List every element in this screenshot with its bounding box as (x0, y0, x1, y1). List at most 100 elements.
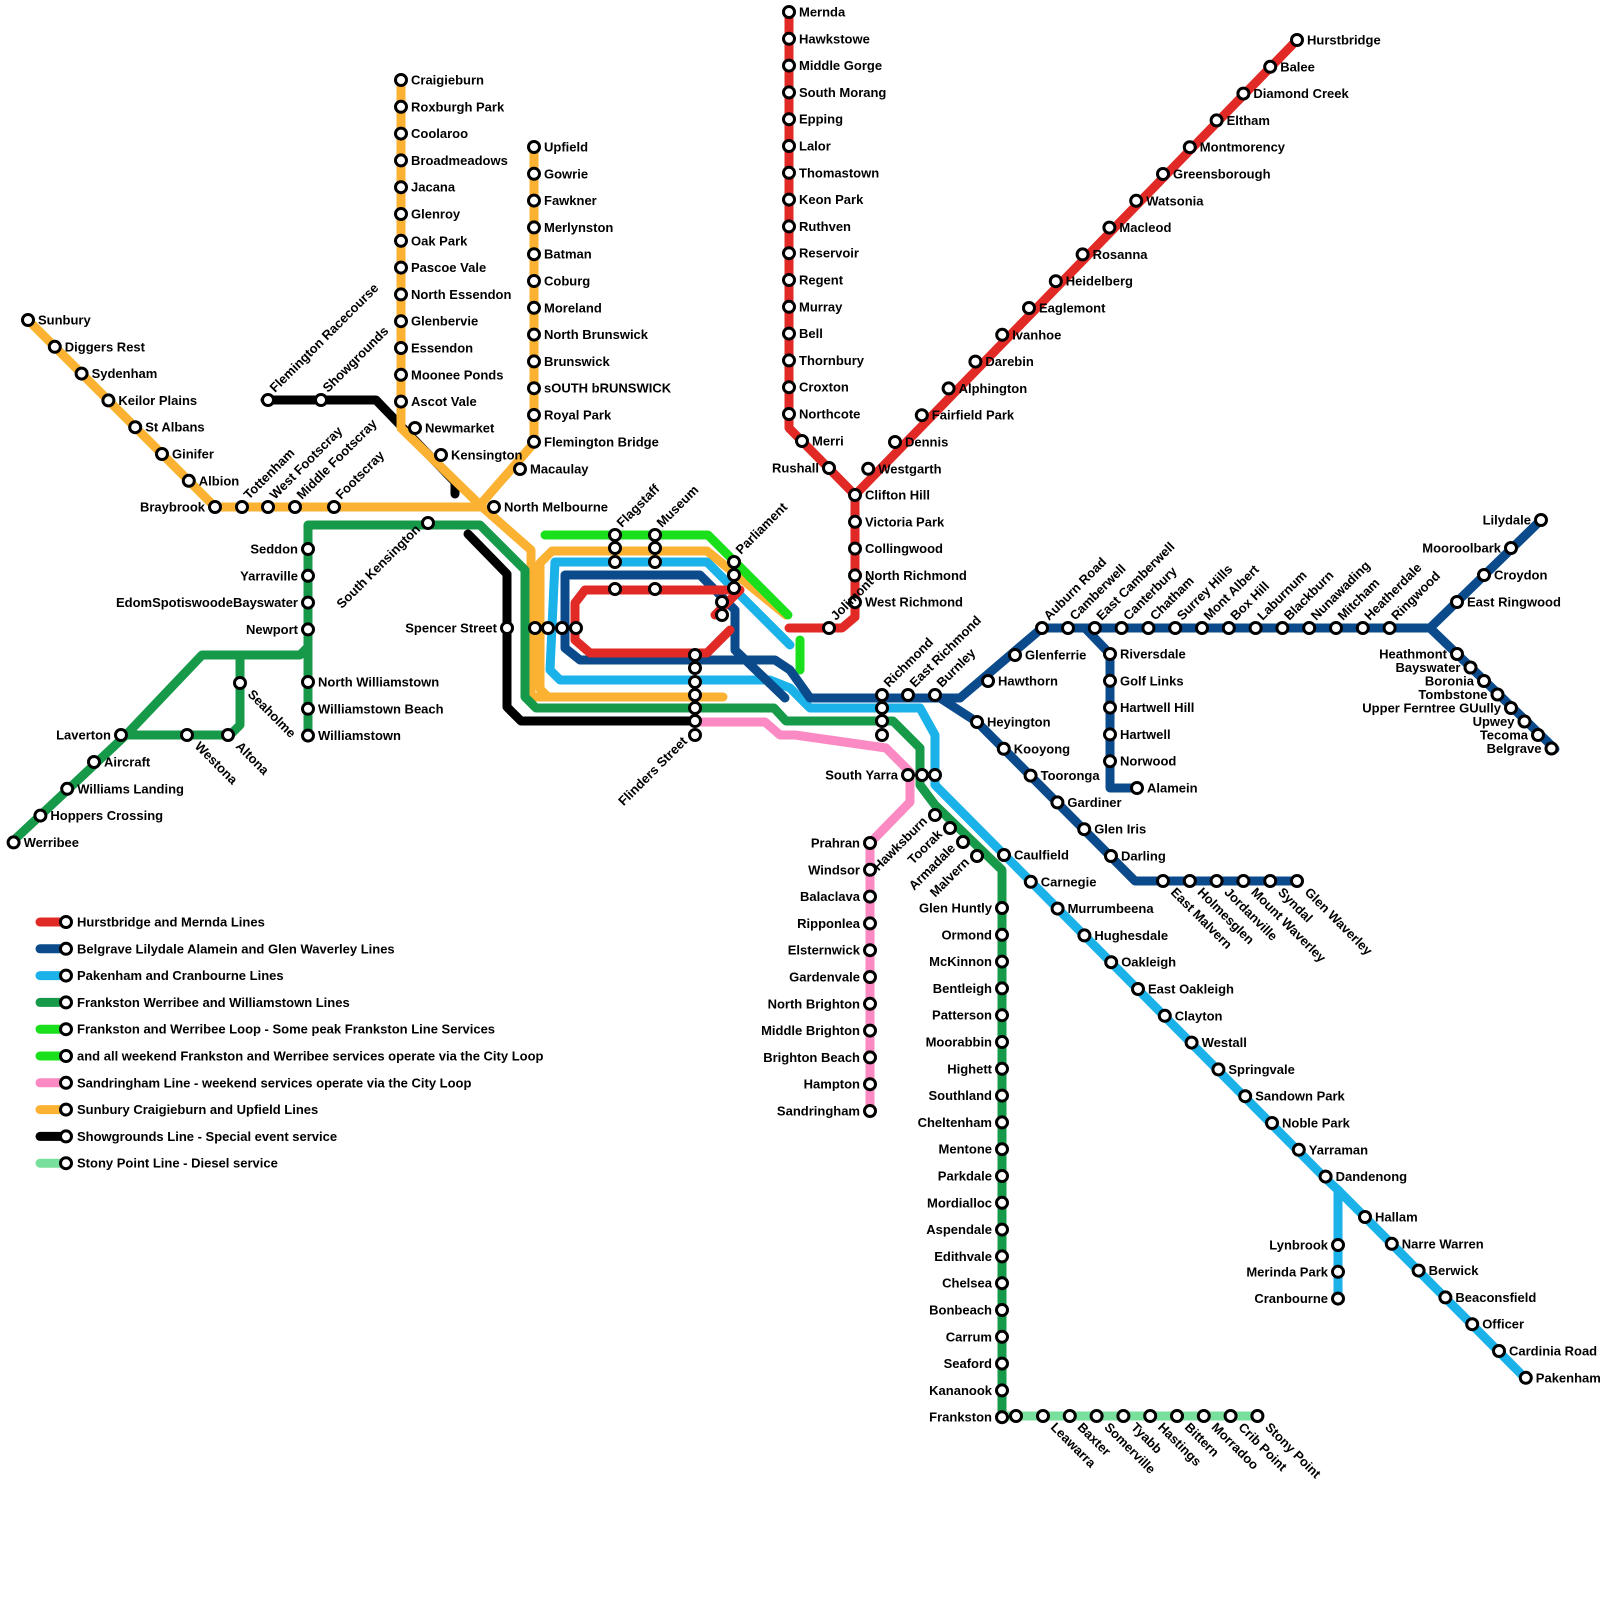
station-label-murrumbeena: Murrumbeena (1068, 901, 1155, 916)
station-label-jacana: Jacana (411, 180, 456, 195)
station-flagstaff (610, 530, 621, 541)
station-interchange (690, 703, 701, 714)
station-yarraman (1293, 1144, 1304, 1155)
legend-label-10: Stony Point Line - Diesel service (77, 1156, 278, 1171)
station-interchange (729, 583, 740, 594)
station-oakleigh (1106, 957, 1117, 968)
station-mernda (784, 7, 795, 18)
station-label-cardinia-road: Cardinia Road (1509, 1344, 1597, 1359)
station-alamein (1132, 783, 1143, 794)
station-label-hallam: Hallam (1375, 1210, 1418, 1225)
station-museum (650, 530, 661, 541)
station-label-parkdale: Parkdale (938, 1169, 992, 1184)
station-label-lynbrook: Lynbrook (1269, 1238, 1329, 1253)
station-interchange (530, 623, 541, 634)
station-label-keilor-plains: Keilor Plains (118, 393, 197, 408)
station-label-glen-huntly: Glen Huntly (919, 901, 993, 916)
station-label-pascoe-vale: Pascoe Vale (411, 260, 486, 275)
station-williamstown-beach (303, 703, 314, 714)
station-label-kooyong: Kooyong (1014, 741, 1070, 756)
station-armadale (958, 837, 969, 848)
station-parkdale (997, 1171, 1008, 1182)
station-label-williamstown: Williamstown (318, 728, 401, 743)
station-label-sandown-park: Sandown Park (1255, 1089, 1345, 1104)
station-label-gardiner: Gardiner (1067, 795, 1121, 810)
station-label-keon-park: Keon Park (799, 192, 864, 207)
station-label-cheltenham: Cheltenham (918, 1115, 992, 1130)
station-victoria-park (850, 516, 861, 527)
station-golf-links (1105, 675, 1116, 686)
station-label-windsor: Windsor (808, 862, 860, 877)
station-broadmeadows (396, 155, 407, 166)
station-gardiner (1052, 797, 1063, 808)
station-highett (997, 1063, 1008, 1074)
station-label-hartwell-hill: Hartwell Hill (1120, 700, 1194, 715)
legend-marker-7 (61, 1077, 72, 1088)
station-moonee-ponds (396, 369, 407, 380)
station-label-essendon: Essendon (411, 341, 473, 356)
station-label-riversdale: Riversdale (1120, 647, 1186, 662)
station-label-glenroy: Glenroy (411, 207, 461, 222)
station-croxton (784, 382, 795, 393)
station-label-seddon: Seddon (250, 542, 298, 557)
station-norwood (1105, 756, 1116, 767)
station-tombstone (1492, 689, 1503, 700)
station-interchange (690, 716, 701, 727)
station-moorabbin (997, 1037, 1008, 1048)
station-label-ormond: Ormond (941, 927, 992, 942)
station-label-hampton: Hampton (804, 1077, 860, 1092)
station-collingwood (850, 543, 861, 554)
station-label-springvale: Springvale (1228, 1062, 1294, 1077)
station-east-camberwell (1089, 623, 1100, 634)
station-label-darling: Darling (1121, 849, 1166, 864)
station-label-ascot-vale: Ascot Vale (411, 394, 477, 409)
station-auburn-road (1037, 623, 1048, 634)
station-label-north-essendon: North Essendon (411, 287, 511, 302)
station-label-werribee: Werribee (24, 835, 79, 850)
station-label-fawkner: Fawkner (544, 193, 597, 208)
station-interchange (717, 597, 728, 608)
station-label-eaglemont: Eaglemont (1039, 301, 1106, 316)
station-hastings (1145, 1411, 1156, 1422)
legend-marker-1 (61, 917, 72, 928)
station-coburg (529, 276, 540, 287)
station-ripponlea (865, 918, 876, 929)
station-label-middle-gorge: Middle Gorge (799, 58, 882, 73)
station-label-edithvale: Edithvale (934, 1249, 992, 1264)
station-hallam (1360, 1212, 1371, 1223)
station-prahran (865, 838, 876, 849)
station-label-north-brighton: North Brighton (768, 996, 860, 1011)
station-tecoma (1533, 730, 1544, 741)
station-label-macaulay: Macaulay (530, 462, 589, 477)
station-label-seaholme: Seaholme (245, 687, 299, 741)
station-nunawading (1304, 623, 1315, 634)
station-label-sandringham: Sandringham (777, 1104, 860, 1119)
station-pakenham (1520, 1372, 1531, 1383)
station-label-west-richmond: West Richmond (865, 595, 963, 610)
station-mentone (997, 1144, 1008, 1155)
station-merlynston (529, 222, 540, 233)
station-clayton (1159, 1010, 1170, 1021)
station-bonbeach (997, 1305, 1008, 1316)
station-thornbury (784, 355, 795, 366)
station-interchange (877, 716, 888, 727)
station-label-lilydale: Lilydale (1483, 513, 1531, 528)
station-jordanville (1211, 876, 1222, 887)
station-regent (784, 275, 795, 286)
station-label-greensborough: Greensborough (1173, 167, 1271, 182)
station-ringwood (1384, 623, 1395, 634)
station-label-oak-park: Oak Park (411, 233, 468, 248)
station-southland (997, 1090, 1008, 1101)
station-label-rushall: Rushall (772, 461, 819, 476)
legend-label-9: Showgrounds Line - Special event service (77, 1129, 337, 1144)
station-label-dandenong: Dandenong (1336, 1169, 1408, 1184)
station-label-east-ringwood: East Ringwood (1467, 595, 1561, 610)
station-diggers-rest (49, 341, 60, 352)
legend-marker-8 (61, 1104, 72, 1115)
station-middle-gorge (784, 60, 795, 71)
station-label-caulfield: Caulfield (1014, 848, 1069, 863)
hurstbridge-route (855, 40, 1297, 495)
station-footscray (329, 502, 340, 513)
station-coolaroo (396, 128, 407, 139)
